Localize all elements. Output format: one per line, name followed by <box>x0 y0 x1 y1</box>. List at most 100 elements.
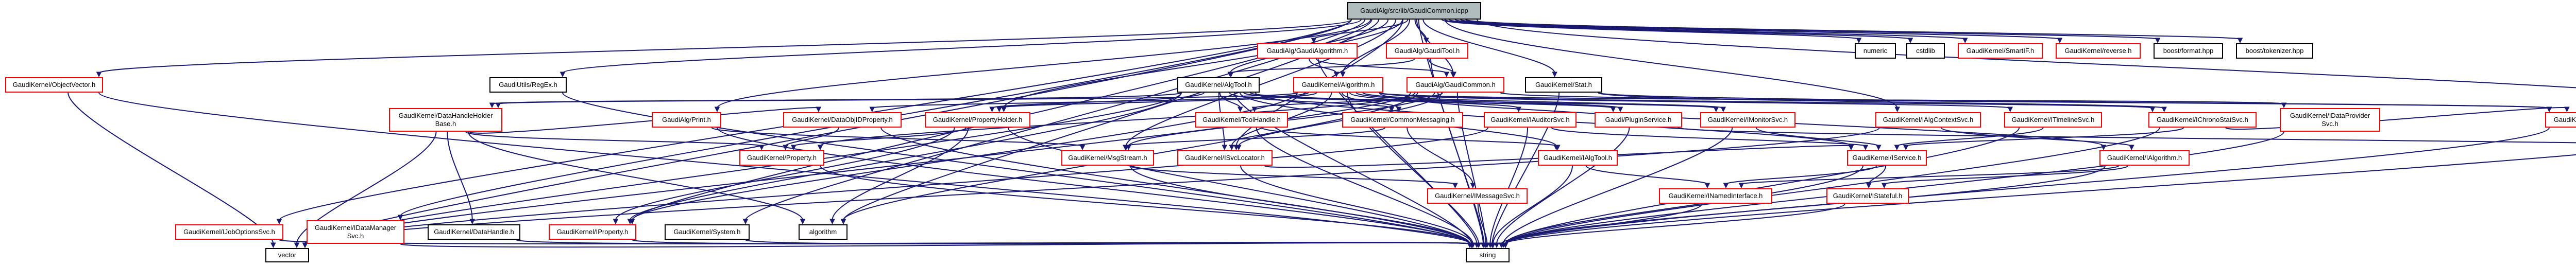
dependency-edge <box>1125 19 1397 147</box>
dependency-edge <box>1585 165 1708 185</box>
dependency-edge <box>1551 127 1866 147</box>
arrowhead-icon <box>2128 145 2134 151</box>
arrowhead-icon <box>869 107 875 113</box>
graph-node[interactable]: GaudiAlg/GaudiAlgorithm.h <box>1257 43 1358 59</box>
dependency-edge <box>1505 165 1863 244</box>
graph-root-node[interactable]: GaudiAlg/src/lib/GaudiCommon.icpp <box>1347 2 1481 20</box>
dependency-edge <box>447 131 473 221</box>
graph-node[interactable]: GaudiKernel/ObjectVector.h <box>5 77 103 93</box>
graph-node[interactable]: GaudiKernel/IAuditorSvc.h <box>1484 112 1577 128</box>
graph-node[interactable]: GaudiKernel/PropertyHolder.h <box>925 112 1030 128</box>
arrowhead-icon <box>1723 183 1729 189</box>
graph-node[interactable]: GaudiKernel/DataHandle.h <box>428 224 520 240</box>
graph-node[interactable]: GaudiKernel/Stat.h <box>1525 77 1602 93</box>
graph-node[interactable]: GaudiKernel/reverse.h <box>2056 43 2141 59</box>
arrowhead-icon <box>1875 145 1882 151</box>
dependency-edge <box>793 127 967 147</box>
arrowhead-icon <box>1222 145 1228 151</box>
graph-node[interactable]: GaudiAlg/GaudiTool.h <box>1386 43 1468 59</box>
arrowhead-icon <box>1237 107 1243 113</box>
graph-node[interactable]: GaudiKernel/IMonitorSvc.h <box>1700 112 1795 128</box>
graph-node[interactable]: vector <box>265 248 309 262</box>
graph-node[interactable]: GaudiKernel/IDataManager Svc.h <box>307 220 404 244</box>
graph-node[interactable]: GaudiKernel/StatEntity.h <box>2545 112 2576 128</box>
arrowhead-icon <box>714 107 720 113</box>
arrowhead-icon <box>1552 72 1557 78</box>
dependency-edge <box>1240 165 1472 244</box>
arrowhead-icon <box>1704 183 1710 189</box>
dependency-edge <box>1349 92 1519 109</box>
graph-node[interactable]: GaudiKernel/IAlgorithm.h <box>2099 150 2190 166</box>
graph-node[interactable]: GaudiKernel/CommonMessaging.h <box>1342 112 1463 128</box>
graph-node[interactable]: algorithm <box>799 224 848 240</box>
dependency-edge <box>1493 165 1573 244</box>
dependency-edge <box>615 127 955 221</box>
graph-node[interactable]: GaudiKernel/IMessageSvc.h <box>1427 188 1528 204</box>
dependency-edge <box>1430 58 1485 244</box>
dependency-edge <box>1444 19 1898 109</box>
graph-node[interactable]: GaudiKernel/IJobOptionsSvc.h <box>175 224 283 240</box>
arrowhead-icon <box>817 145 823 151</box>
graph-node[interactable]: GaudiKernel/IAlgContextSvc.h <box>1875 112 1981 128</box>
graph-node[interactable]: GaudiUtils/RegEx.h <box>489 77 567 93</box>
dependency-edge <box>1501 203 1703 244</box>
graph-node[interactable]: GaudiKernel/IAlgTool.h <box>1538 150 1618 166</box>
graph-node[interactable]: GaudiKernel/ISvcLocator.h <box>1177 150 1273 166</box>
arrowhead-icon <box>790 145 796 151</box>
graph-node[interactable]: Gaudi/PluginService.h <box>1595 112 1682 128</box>
dependency-edge <box>1342 19 1411 74</box>
dependency-edge <box>1229 92 1393 109</box>
graph-node[interactable]: boost/tokenizer.hpp <box>2236 43 2313 59</box>
dependency-edge <box>1317 58 1478 244</box>
dependency-edge <box>562 19 1362 74</box>
graph-node[interactable]: cstdlib <box>1906 43 1945 59</box>
graph-node[interactable]: GaudiKernel/Algorithm.h <box>1293 77 1383 93</box>
graph-node[interactable]: GaudiKernel/ToolHandle.h <box>1195 112 1288 128</box>
arrowhead-icon <box>2155 38 2161 44</box>
dependency-edge <box>1598 92 2165 109</box>
graph-node[interactable]: GaudiKernel/AlgTool.h <box>1177 77 1260 93</box>
dependency-edge <box>1496 127 1630 244</box>
dependency-edge <box>1454 19 2060 40</box>
arrowhead-icon <box>2237 38 2243 44</box>
graph-node[interactable]: GaudiKernel/IProperty.h <box>549 224 636 240</box>
graph-node[interactable]: GaudiKernel/INamedInterface.h <box>1659 188 1772 204</box>
graph-node[interactable]: GaudiKernel/System.h <box>665 224 750 240</box>
arrowhead-icon <box>276 219 282 225</box>
dependency-edge <box>820 92 1416 147</box>
graph-node[interactable]: GaudiKernel/ITimelineSvc.h <box>2004 112 2102 128</box>
dependency-edge <box>832 127 969 221</box>
graph-node[interactable]: string <box>1466 248 1510 262</box>
dependency-edge <box>1362 92 1724 109</box>
arrowhead-icon <box>1490 242 1496 249</box>
graph-node[interactable]: boost/format.hpp <box>2154 43 2223 59</box>
graph-node[interactable]: GaudiAlg/Print.h <box>652 112 721 128</box>
graph-node[interactable]: GaudiKernel/IStateful.h <box>1826 188 1909 204</box>
dependency-edge <box>1884 165 2129 185</box>
dependency-edge <box>745 239 1470 244</box>
arrowhead-icon <box>1467 242 1473 249</box>
graph-node[interactable]: GaudiAlg/GaudiCommon.h <box>1406 77 1504 93</box>
graph-node[interactable]: GaudiKernel/IDataProvider Svc.h <box>2280 108 2380 132</box>
dependency-edge <box>1441 19 1859 40</box>
arrowhead-icon <box>1894 107 1900 113</box>
arrowhead-icon <box>800 219 806 225</box>
dependency-edge <box>1261 127 1558 147</box>
dependency-edge <box>1256 127 1473 244</box>
graph-node[interactable]: GaudiKernel/DataObjIDProperty.h <box>783 112 902 128</box>
graph-node[interactable]: GaudiKernel/DataHandleHolder Base.h <box>389 108 502 132</box>
arrowhead-icon <box>1848 145 1854 151</box>
arrowhead-icon <box>742 219 749 225</box>
graph-node[interactable]: GaudiKernel/SmartIF.h <box>1958 43 2043 59</box>
graph-node[interactable]: GaudiKernel/Property.h <box>739 150 824 166</box>
graph-node[interactable]: GaudiKernel/IChronoStatSvc.h <box>2148 112 2257 128</box>
graph-node[interactable]: numeric <box>1855 43 1896 59</box>
dependency-edge <box>67 92 274 244</box>
dependency-edge <box>629 92 1182 221</box>
arrowhead-icon <box>1388 107 1395 113</box>
dependency-edge <box>1896 127 2044 147</box>
graph-node[interactable]: GaudiKernel/IService.h <box>1847 150 1927 166</box>
arrowhead-icon <box>2149 107 2156 113</box>
graph-node[interactable]: GaudiKernel/MsgStream.h <box>1061 150 1154 166</box>
